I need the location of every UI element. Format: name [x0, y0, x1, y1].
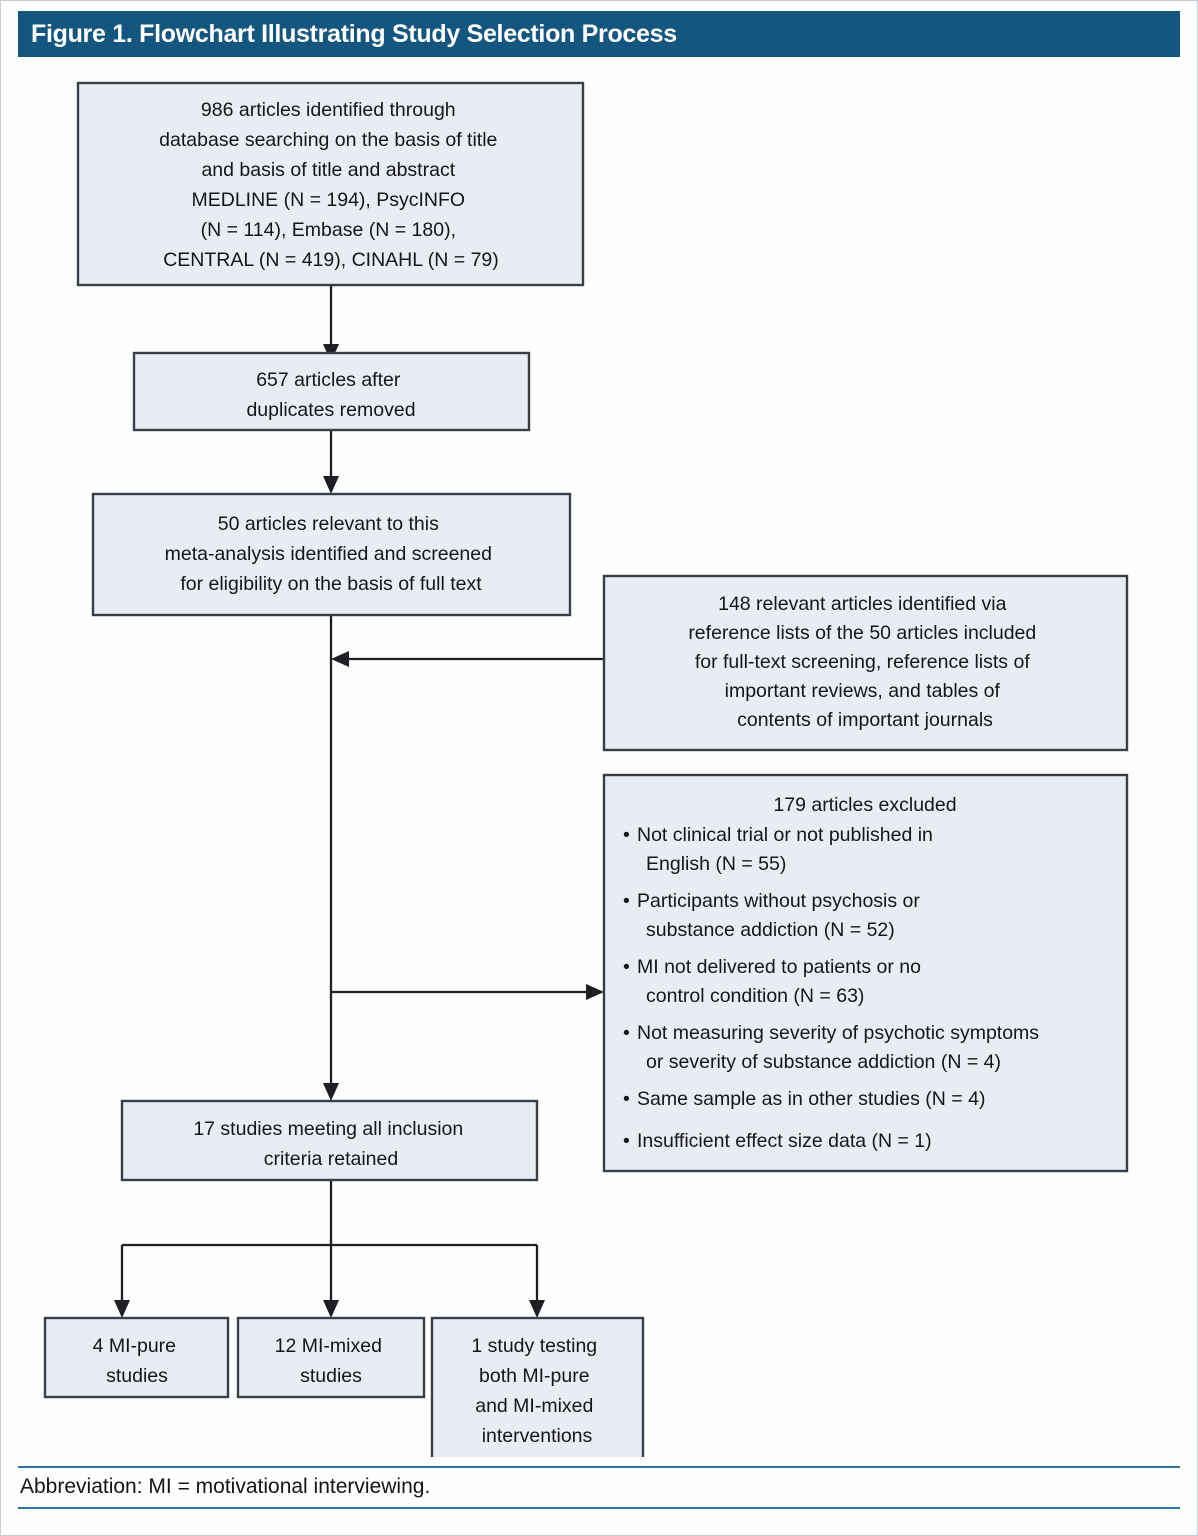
node-studies-retained-box [120, 1099, 539, 1182]
exclusion-reason-2: Participants without psychosis or substa… [637, 890, 925, 941]
node-articles-excluded: 179 articles excluded • Not clinical tri… [602, 773, 1129, 1173]
exclusion-reason-1: Not clinical trial or not published in E… [637, 824, 938, 875]
arrowhead-mi-both [529, 1300, 545, 1318]
footnote-rule-bottom [18, 1507, 1180, 1509]
bullet-marker: • [623, 824, 630, 846]
connectors [114, 285, 604, 1318]
node-full-text-screening-box [91, 492, 572, 617]
node-reference-list-articles: 148 relevant articles identified via ref… [602, 574, 1129, 752]
abbreviation-note: Abbreviation: MI = motivational intervie… [20, 1475, 431, 1498]
bullet-marker: • [623, 956, 630, 978]
exclusion-reason-3: MI not delivered to patients or no contr… [637, 956, 926, 1007]
node-studies-retained-text: 17 studies meeting all inclusion criteri… [193, 1118, 468, 1170]
node-reference-list-articles-box [602, 574, 1129, 752]
node-articles-excluded-box [602, 773, 1129, 1173]
node-full-text-screening-text: 50 articles relevant to this meta-analys… [165, 513, 498, 595]
node-duplicates-removed-text: 657 articles after duplicates removed [246, 369, 415, 421]
node-articles-excluded-heading: 179 articles excluded [773, 794, 956, 816]
figure-footnote: Abbreviation: MI = motivational intervie… [18, 1466, 1180, 1509]
arrowhead-screened-from-references [331, 651, 349, 667]
node-articles-identified-text: 986 articles identified through database… [159, 99, 503, 271]
footnote-rule-top [18, 1466, 1180, 1468]
bullet-marker: • [623, 1088, 630, 1110]
node-full-text-screening: 50 articles relevant to this meta-analys… [91, 492, 572, 617]
arrowhead-screened [323, 476, 339, 494]
node-mi-pure-studies: 4 MI-pure studies [43, 1316, 230, 1399]
arrowhead-retained [323, 1083, 339, 1101]
node-reference-list-articles-text: 148 relevant articles identified via ref… [688, 593, 1041, 731]
bullet-marker: • [623, 1130, 630, 1152]
node-articles-identified: 986 articles identified through database… [76, 81, 585, 287]
bullet-marker: • [623, 890, 630, 912]
exclusion-reason-6: Insufficient effect size data (N = 1) [637, 1130, 932, 1152]
node-duplicates-removed: 657 articles after duplicates removed [132, 351, 531, 432]
node-mi-mixed-studies-box [236, 1316, 426, 1399]
node-mi-pure-studies-text: 4 MI-pure studies [93, 1335, 182, 1387]
node-mi-mixed-studies: 12 MI-mixed studies [236, 1316, 426, 1399]
node-duplicates-removed-box [132, 351, 531, 432]
arrowhead-mi-mixed [323, 1300, 339, 1318]
arrowhead-mi-pure [114, 1300, 130, 1318]
figure-header-bar: Figure 1. Flowchart Illustrating Study S… [18, 11, 1180, 57]
exclusion-reason-5: Same sample as in other studies (N = 4) [637, 1088, 985, 1110]
node-studies-retained: 17 studies meeting all inclusion criteri… [120, 1099, 539, 1182]
figure-title: Figure 1. Flowchart Illustrating Study S… [31, 19, 677, 48]
node-mi-pure-studies-box [43, 1316, 230, 1399]
node-articles-identified-box [76, 81, 585, 287]
node-mi-mixed-studies-text: 12 MI-mixed studies [275, 1335, 388, 1387]
exclusion-reason-4: Not measuring severity of psychotic symp… [637, 1022, 1044, 1073]
arrowhead-excluded [586, 984, 604, 1000]
node-mi-both-study-box [430, 1316, 645, 1457]
bullet-marker: • [623, 1022, 630, 1044]
study-selection-flowchart: 986 articles identified through database… [43, 81, 1129, 1457]
node-mi-both-study-text: 1 study testing both MI-pure and MI-mixe… [471, 1335, 602, 1447]
node-mi-both-study: 1 study testing both MI-pure and MI-mixe… [430, 1316, 645, 1457]
